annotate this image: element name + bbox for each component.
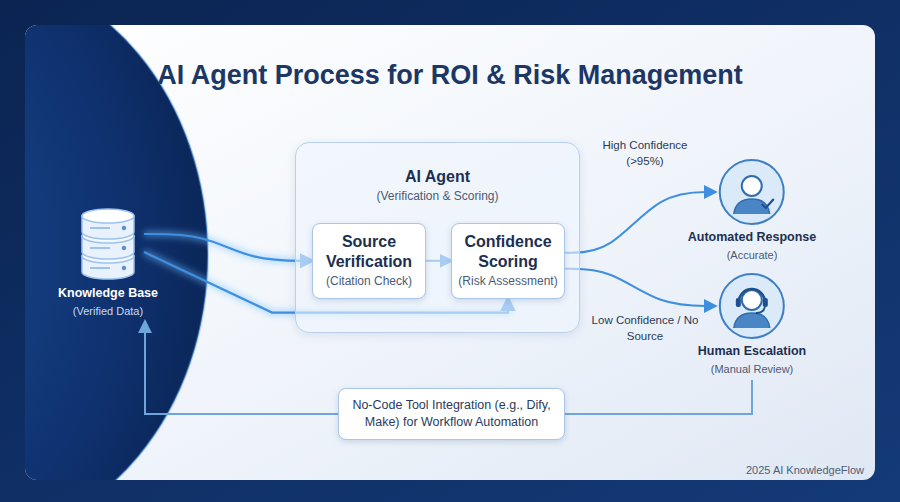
- process-box: Confidence Scoring (Risk Assessment): [451, 223, 565, 299]
- node-heading: Knowledge Base: [58, 286, 158, 302]
- avatar-head: [742, 290, 762, 310]
- node-subtitle: (Verified Data): [73, 304, 143, 318]
- node-heading: No-Code Tool Integration (e.g., Dify, Ma…: [345, 397, 558, 431]
- node-heading: Human Escalation: [698, 344, 806, 360]
- edge-label: Low Confidence / No Source: [585, 313, 705, 344]
- connector: [565, 380, 752, 414]
- user-icon: [718, 158, 786, 226]
- node-subtitle: (Verification & Scoring): [296, 189, 579, 205]
- title: AI Agent Process for ROI & Risk Manageme…: [0, 60, 900, 91]
- actor-node: Human Escalation (Manual Review): [698, 272, 806, 376]
- avatar-body: [734, 313, 770, 328]
- avatar-head: [742, 176, 762, 196]
- tool-box: No-Code Tool Integration (e.g., Dify, Ma…: [338, 388, 565, 440]
- connector: [145, 322, 338, 414]
- headset-band: [739, 289, 765, 302]
- node-heading: Automated Response: [688, 230, 817, 246]
- headset-mic: [756, 307, 765, 313]
- avatar-circle: [720, 274, 784, 338]
- headset-ear: [736, 298, 741, 307]
- node-heading: Source Verification: [319, 232, 419, 272]
- process-box: Source Verification (Citation Check): [312, 223, 426, 299]
- database-icon: [76, 198, 140, 282]
- check-mark: [762, 199, 774, 208]
- footer-note: 2025 AI KnowledgeFlow: [746, 464, 864, 476]
- dark-half-circle: [25, 25, 208, 480]
- node-subtitle: (Manual Review): [711, 362, 794, 376]
- edge-label: High Confidence (>95%): [585, 138, 705, 169]
- edge-glow: [144, 234, 312, 261]
- glow-rim: [25, 25, 208, 480]
- node-heading: AI Agent: [296, 167, 579, 187]
- database-slot: [90, 267, 110, 269]
- database-dot: [122, 266, 126, 270]
- headset-ear: [763, 298, 768, 307]
- avatar-circle: [720, 160, 784, 224]
- connector: [144, 234, 312, 261]
- node-subtitle: (Citation Check): [326, 274, 412, 290]
- database-slot: [90, 247, 110, 249]
- node-subtitle: (Risk Assessment): [458, 274, 557, 290]
- agent-group: AI Agent (Verification & Scoring) Source V…: [295, 142, 580, 333]
- database-top: [82, 209, 134, 223]
- database-dot: [122, 246, 126, 250]
- connector: [565, 269, 715, 306]
- node-subtitle: (Accurate): [727, 248, 778, 262]
- actor-node: Automated Response (Accurate): [688, 158, 817, 262]
- node-heading: Confidence Scoring: [458, 232, 558, 272]
- database-node: Knowledge Base (Verified Data): [58, 198, 158, 318]
- support-icon: [718, 272, 786, 340]
- database-slot: [90, 227, 110, 229]
- database-dot: [122, 226, 126, 230]
